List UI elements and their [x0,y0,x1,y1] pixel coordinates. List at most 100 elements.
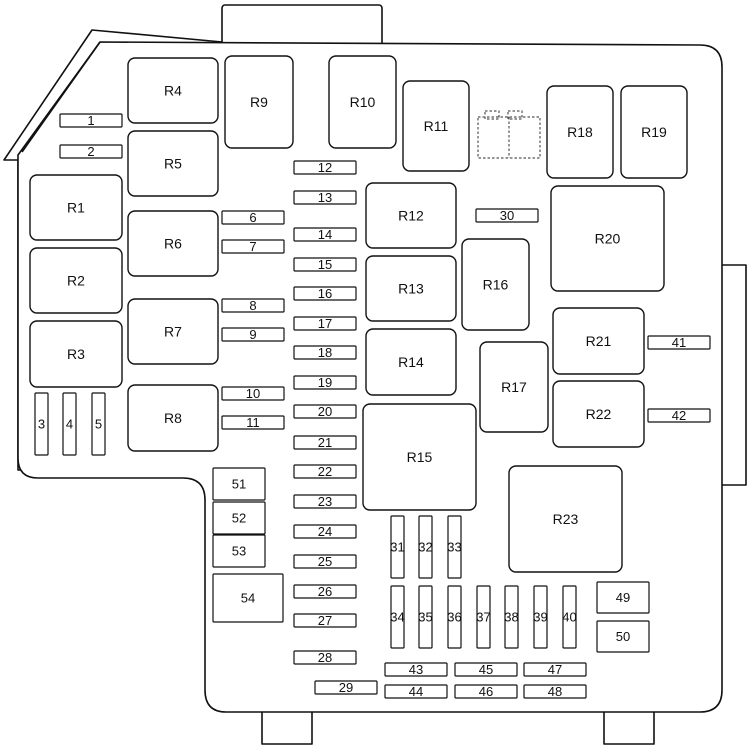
relay-r11-label: R11 [424,118,449,134]
relay-r16-body [461,238,530,331]
fuse-49-body [596,581,650,614]
relay-r9: R9 [224,55,294,149]
relay-r13-label: R13 [398,281,424,297]
fuse-19: 19 [293,375,357,390]
fuse-46: 46 [454,684,518,699]
relay-r6: R6 [127,210,219,277]
relay-r2: R2 [29,247,123,314]
relay-r1-label: R1 [67,200,85,216]
relay-r12: R12 [365,182,457,249]
relay-r11: R11 [402,80,470,172]
relay-r8-body [127,384,219,452]
fuse-45-label: 45 [479,662,493,677]
relay-r2-body [29,247,123,314]
fuse-19-body [293,375,357,390]
relay-r21: R21 [552,307,645,375]
fuse-26-body [293,584,357,599]
fuse-25-label: 25 [318,554,332,569]
fuse-40-body [562,585,577,649]
fuse-49-label: 49 [616,590,630,605]
fuse-34-label: 34 [390,610,404,625]
relay-r5-body [127,130,219,197]
fuse-17-label: 17 [318,316,332,331]
fuse-48-body [523,684,587,699]
fuse-8-label: 8 [249,298,256,313]
fuse-45-body [454,662,518,677]
fuse-6-label: 6 [249,210,256,225]
fuse-53: 53 [212,534,266,568]
fuse-9: 9 [221,327,285,342]
fuse-14-body [293,227,357,242]
relay-r13: R13 [365,255,457,322]
fuse-18: 18 [293,345,357,360]
fuse-29: 29 [314,680,378,695]
fuse-15-label: 15 [318,257,332,272]
fuse-31: 31 [390,515,405,579]
fuse-44-label: 44 [409,684,423,699]
fuse-41-label: 41 [672,335,686,350]
fuse-48: 48 [523,684,587,699]
relay-r10-label: R10 [350,94,376,110]
fuse-53-body [212,534,266,568]
relay-r5-label: R5 [164,156,182,172]
fuse-12-body [293,160,357,175]
relay-r16-label: R16 [483,277,509,293]
fuse-24-body [293,524,357,539]
fuse-9-body [221,327,285,342]
fuse-2: 2 [59,144,123,159]
fuse-36-body [447,585,462,649]
relay-r7-body [127,298,219,365]
fuse-7: 7 [221,239,285,254]
relay-r20-body [550,185,665,292]
fuse-23-label: 23 [318,494,332,509]
fuse-43: 43 [384,662,448,677]
fuse-47: 47 [523,662,587,677]
relay-r9-body [224,55,294,149]
relay-r17-body [479,341,549,433]
fuse-47-label: 47 [548,662,562,677]
fuse-42-body [647,408,711,423]
fuse-37-body [476,585,491,649]
fuse-35: 35 [418,585,433,649]
fuse-50-label: 50 [616,629,630,644]
relay-r17: R17 [479,341,549,433]
fuse-31-label: 31 [390,540,404,555]
fuse-31-body [390,515,405,579]
fuse-7-body [221,239,285,254]
fuse-18-label: 18 [318,345,332,360]
relay-r19-body [620,85,688,179]
fuse-25-body [293,554,357,569]
fuse-54-body [212,573,284,623]
relay-r5: R5 [127,130,219,197]
relay-r23-label: R23 [553,511,579,527]
fuse-2-body [59,144,123,159]
fuse-26-label: 26 [318,584,332,599]
fuse-35-label: 35 [418,610,432,625]
fuse-42-label: 42 [672,408,686,423]
fuse-38: 38 [504,585,519,649]
fuse-24-label: 24 [318,524,332,539]
relay-r19: R19 [620,85,688,179]
fuse-30: 30 [475,208,539,223]
fuse-38-label: 38 [504,610,518,625]
relay-r14-body [365,328,457,396]
fuse-23-body [293,494,357,509]
fuse-28-label: 28 [318,650,332,665]
fuse-39-label: 39 [533,610,547,625]
fuse-28-body [293,650,357,665]
relay-r8-label: R8 [164,410,182,426]
relay-r10-body [328,55,397,149]
fuse-51-body [212,467,266,501]
fuse-48-label: 48 [548,684,562,699]
fuse-33-body [447,515,462,579]
fuse-50: 50 [596,620,650,653]
relay-r22: R22 [552,380,645,448]
fuse-16: 16 [293,286,357,301]
fuse-16-body [293,286,357,301]
fuse-4-label: 4 [66,417,73,432]
relay-r15-body [362,403,477,511]
fuse-17-body [293,316,357,331]
fuse-11: 11 [221,415,285,430]
fuse-40-label: 40 [562,610,576,625]
fuse-13-body [293,190,357,205]
